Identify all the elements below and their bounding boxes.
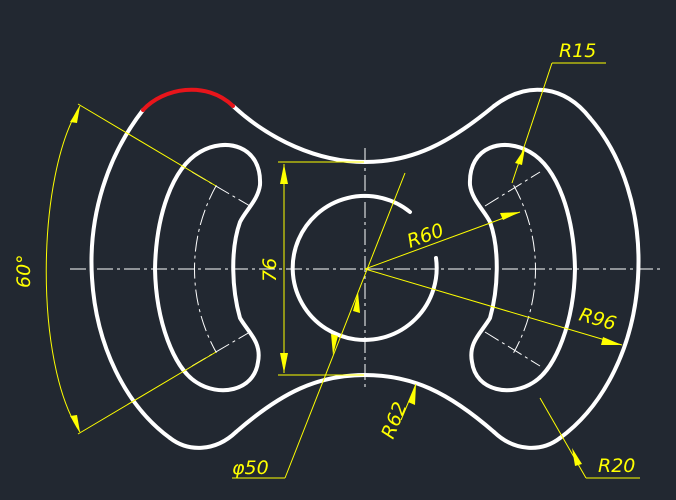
right-slot-lower-center-mark [484, 331, 541, 367]
r96-arrow [601, 337, 622, 345]
r96-dimension-label[interactable]: R96 [577, 304, 619, 335]
bottom-neck-arc [234, 373, 496, 434]
outer-bottom-left-corner [168, 430, 238, 450]
dimension-arrowheads [70, 106, 622, 466]
angle-dimension-arc [45, 105, 81, 433]
diameter-leader-line [284, 172, 406, 479]
dimension-geometry [45, 62, 640, 479]
height-arrow-top [280, 164, 288, 184]
angle-arrow-top [70, 106, 80, 123]
r60-dimension-label[interactable]: R60 [404, 219, 447, 252]
diameter-arrow-bottom [331, 334, 338, 355]
r60-radius-line [364, 211, 521, 270]
outer-profile [89, 87, 641, 450]
r15-arrow [515, 148, 525, 165]
angle-extension-line-upper [77, 103, 217, 187]
highlighted-arc-segment[interactable] [141, 87, 235, 112]
diameter-dimension-label[interactable]: φ50 [232, 457, 269, 479]
outer-bottom-right-corner [492, 430, 562, 450]
left-slot-center-arc [194, 185, 217, 353]
outer-top-right-corner [492, 87, 592, 120]
r20-dimension-label[interactable]: R20 [598, 455, 635, 477]
angle-dimension-label[interactable]: 60° [13, 254, 35, 288]
right-slot-upper-center-mark [484, 171, 541, 207]
r20-leader-line [539, 397, 587, 479]
top-neck-arc [231, 104, 496, 164]
center-split-circle[interactable] [290, 193, 439, 342]
diameter-arrow-top [353, 292, 360, 313]
outer-left-arc [89, 108, 172, 440]
height-dimension-label[interactable]: 76 [259, 258, 281, 282]
r62-dimension-label[interactable]: R62 [377, 399, 411, 442]
r15-dimension-label[interactable]: R15 [559, 40, 596, 62]
r62-arrow [408, 384, 416, 405]
angle-extension-line-lower [77, 351, 217, 435]
angle-arrow-bottom [70, 415, 80, 432]
dimension-texts: 60° 76 R15 R60 R96 R62 R20 φ50 [13, 40, 635, 479]
r20-arrow [572, 448, 582, 466]
outer-right-arc [558, 116, 641, 440]
r60-arrow [500, 212, 520, 220]
height-arrow-bottom [280, 353, 288, 373]
slots [152, 143, 578, 393]
left-kidney-slot[interactable] [152, 143, 263, 393]
right-kidney-slot[interactable] [467, 143, 578, 393]
r96-radius-line [364, 268, 623, 346]
right-slot-center-arc [513, 185, 536, 353]
